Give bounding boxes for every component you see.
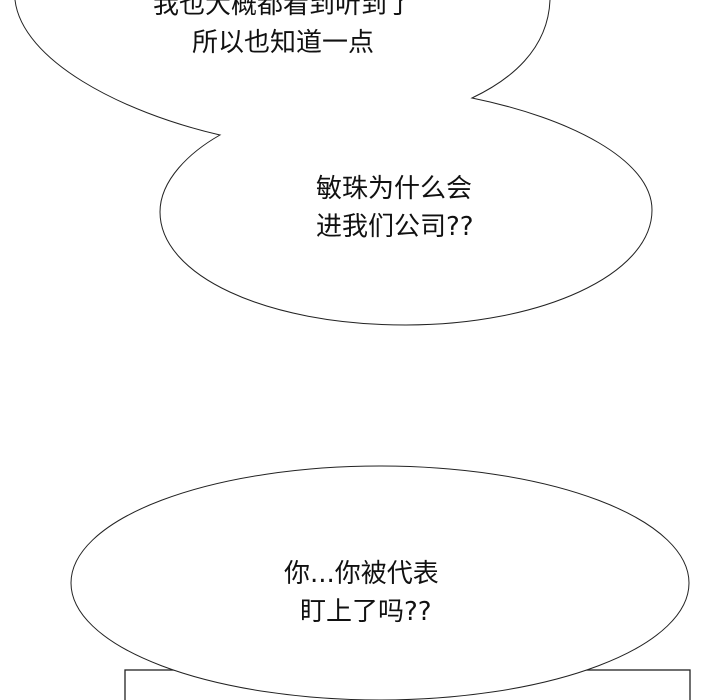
speech-bubble-bottom: [70, 465, 690, 700]
bubble-3-line-2: 盯上了吗??: [300, 597, 432, 627]
bubble-1-line-2: 所以也知道一点: [191, 28, 374, 58]
bubble-2-line-2: 进我们公司??: [316, 212, 474, 242]
bubble-2-text: 敏珠为什么会 进我们公司??: [316, 170, 474, 246]
bubble-2-line-1: 敏珠为什么会: [316, 174, 473, 204]
speech-bubble-top: [14, 0, 653, 326]
bubble-1-text: 我也大概都看到听到了 所以也知道一点: [122, 0, 444, 62]
bubble-1-line-1: 我也大概都看到听到了: [152, 0, 413, 20]
bubble-3-text: 你...你被代表 盯上了吗??: [284, 555, 439, 631]
bubble-3-line-1: 你...你被代表: [284, 559, 439, 589]
